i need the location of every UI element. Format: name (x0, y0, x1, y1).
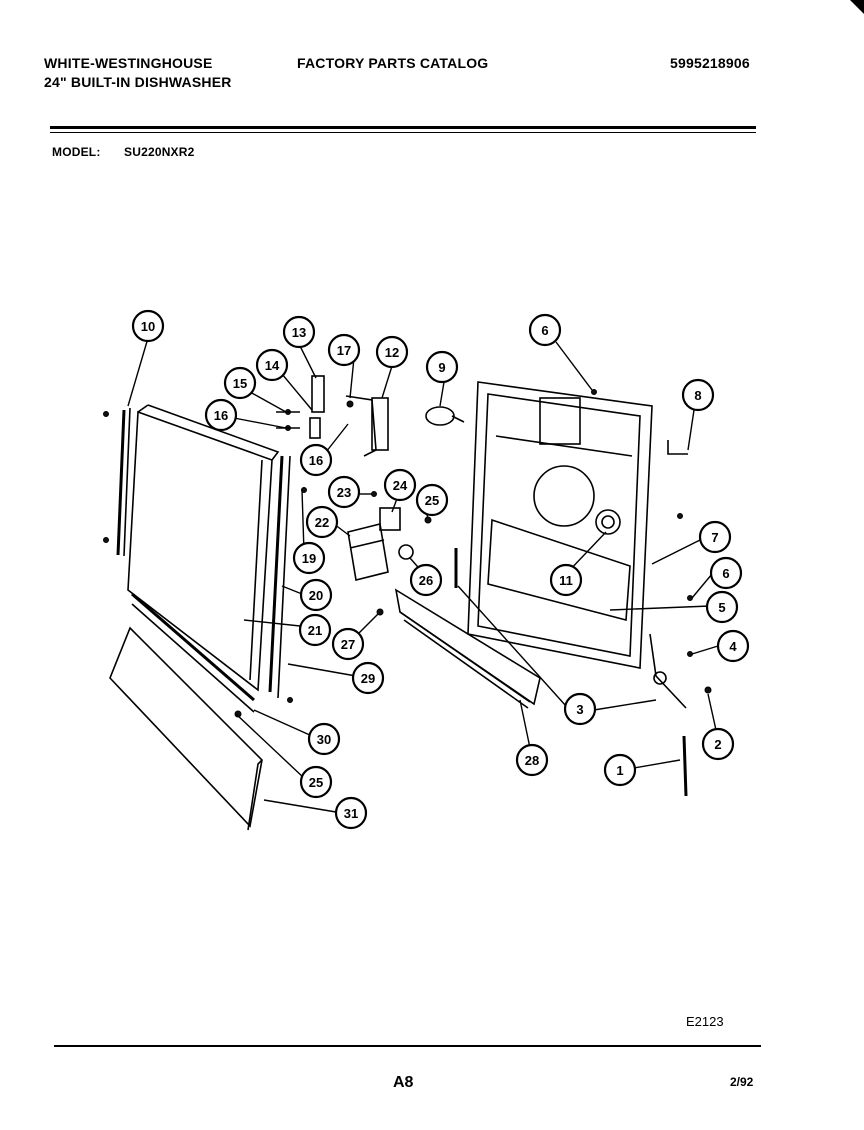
part-inner-door (467, 381, 693, 669)
model-label: MODEL: (52, 145, 101, 159)
callout-24: 24 (383, 468, 417, 502)
callout-label: 21 (308, 623, 322, 638)
callout-label: 14 (265, 358, 280, 373)
callout-1: 1 (603, 753, 637, 787)
callout-2: 2 (701, 727, 735, 761)
callout-19: 19 (292, 541, 326, 575)
callout-7: 7 (698, 520, 732, 554)
callout-12: 12 (375, 335, 409, 369)
part-hinge-assembly (276, 375, 389, 457)
callout-20: 20 (299, 578, 333, 612)
callout-5: 5 (705, 590, 739, 624)
diagram-code: E2123 (686, 1014, 724, 1029)
callout-label: 13 (292, 325, 306, 340)
callout-label: 3 (576, 702, 583, 717)
callout-label: 16 (309, 453, 323, 468)
part-bottom-trim (131, 592, 255, 713)
callout-label: 23 (337, 485, 351, 500)
header-rule (50, 126, 756, 129)
callout-label: 19 (302, 551, 316, 566)
callout-31: 31 (334, 796, 368, 830)
callout-14: 14 (255, 348, 289, 382)
callout-label: 30 (317, 732, 331, 747)
part-side-trim-right (268, 455, 307, 703)
print-date: 2/92 (730, 1075, 754, 1089)
product-subtitle: 24" BUILT-IN DISHWASHER (44, 74, 232, 90)
callout-30: 30 (307, 722, 341, 756)
callout-label: 20 (309, 588, 323, 603)
callout-label: 16 (214, 408, 228, 423)
callout-label: 29 (361, 671, 375, 686)
callout-label: 10 (141, 319, 155, 334)
catalog-part-number: 5995218906 (670, 55, 750, 71)
callout-29: 29 (351, 661, 385, 695)
callout-label: 24 (393, 478, 408, 493)
callout-label: 8 (694, 388, 701, 403)
callout-23: 23 (327, 475, 361, 509)
catalog-title: FACTORY PARTS CATALOG (297, 55, 489, 71)
part-outer-door-panel (127, 404, 280, 692)
part-hinge-arm (454, 548, 712, 797)
part-door-trim (394, 588, 541, 709)
callout-16: 16 (204, 398, 238, 432)
part-latch-assembly (347, 491, 432, 616)
callout-6: 6 (709, 556, 743, 590)
callout-16: 16 (299, 443, 333, 477)
callout-label: 31 (344, 806, 358, 821)
callout-label: 6 (541, 323, 548, 338)
callout-label: 25 (309, 775, 323, 790)
callout-11: 11 (549, 563, 583, 597)
callout-17: 17 (327, 333, 361, 367)
page-corner-mark (850, 0, 864, 14)
model-number: SU220NXR2 (124, 145, 195, 159)
callout-label: 26 (419, 573, 433, 588)
callout-9: 9 (425, 350, 459, 384)
callout-27: 27 (331, 627, 365, 661)
callout-26: 26 (409, 563, 443, 597)
callout-label: 15 (233, 376, 247, 391)
callout-22: 22 (305, 505, 339, 539)
callout-13: 13 (282, 315, 316, 349)
callout-label: 11 (559, 573, 573, 588)
callout-label: 25 (425, 493, 439, 508)
part-side-trim-left (103, 407, 131, 557)
callout-label: 22 (315, 515, 329, 530)
callout-label: 9 (438, 360, 445, 375)
callout-25: 25 (415, 483, 449, 517)
part-9-detergent-cap (425, 406, 465, 426)
callout-15: 15 (223, 366, 257, 400)
callout-21: 21 (298, 613, 332, 647)
callout-label: 27 (341, 637, 355, 652)
callout-6: 6 (528, 313, 562, 347)
callout-label: 5 (718, 600, 725, 615)
callout-4: 4 (716, 629, 750, 663)
callout-8: 8 (681, 378, 715, 412)
part-kick-panel (109, 626, 263, 831)
brand-title: WHITE-WESTINGHOUSE (44, 55, 213, 71)
callout-label: 12 (385, 345, 399, 360)
callout-label: 28 (525, 753, 539, 768)
callout-label: 1 (616, 763, 623, 778)
callout-label: 7 (711, 530, 718, 545)
footer-rule (54, 1045, 761, 1047)
header-rule-thin (50, 132, 756, 133)
callout-10: 10 (131, 309, 165, 343)
callout-25: 25 (299, 765, 333, 799)
callout-label: 4 (729, 639, 737, 654)
callout-3: 3 (563, 692, 597, 726)
callout-28: 28 (515, 743, 549, 777)
callout-label: 2 (714, 737, 721, 752)
callout-label: 17 (337, 343, 351, 358)
page-number: A8 (393, 1074, 414, 1091)
callout-label: 6 (722, 566, 729, 581)
